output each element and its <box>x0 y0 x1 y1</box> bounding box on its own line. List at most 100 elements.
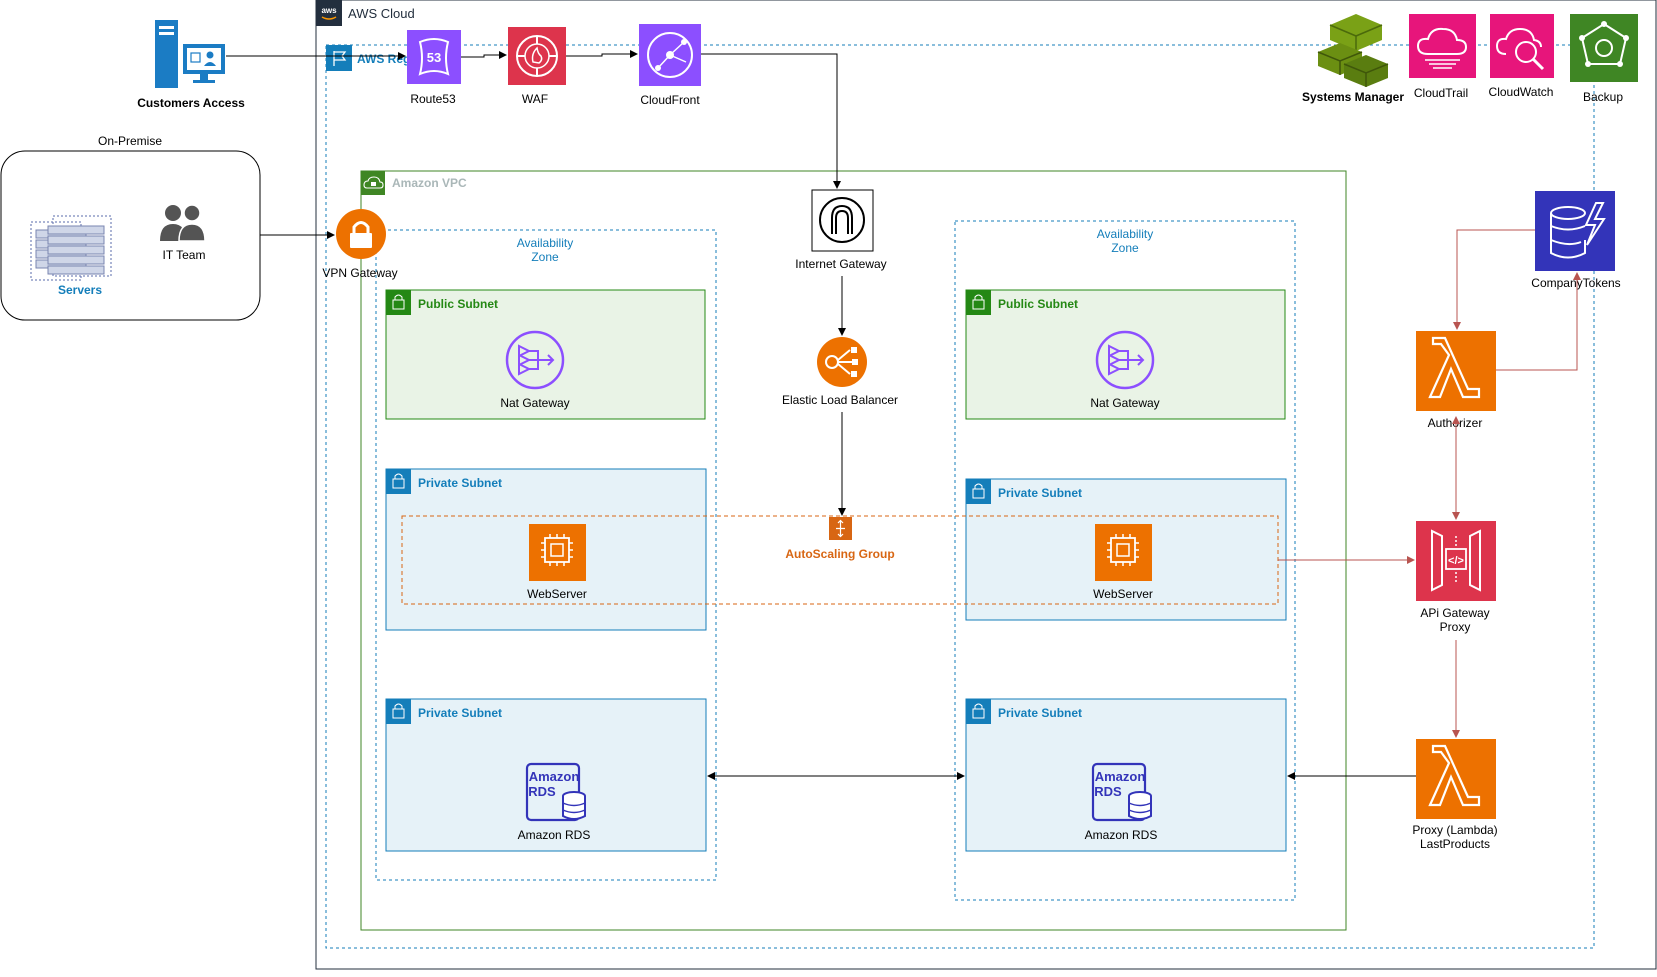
internet-gateway-node[interactable]: Internet Gateway <box>795 189 887 271</box>
api-gateway-icon: </> <box>1431 529 1481 592</box>
nat-gateway-icon <box>505 330 565 390</box>
client-workstation-icon <box>155 20 225 88</box>
rds-right-label: Amazon RDS <box>1085 828 1158 842</box>
ec2-chip-icon <box>1107 534 1139 566</box>
private-subnet-db-left: Private Subnet Amazon RDS Amazon RDS <box>385 698 707 852</box>
ec2-chip-icon <box>541 534 573 566</box>
on-premise-label: On-Premise <box>98 134 162 148</box>
private-subnet-web-right-label: Private Subnet <box>998 486 1082 500</box>
users-icon <box>160 204 206 242</box>
vpc-cloud-lock-icon <box>361 171 385 195</box>
api-gateway-label-1: APi Gateway <box>1420 606 1489 620</box>
public-subnet-left-label: Public Subnet <box>418 297 498 311</box>
rds-icon-text-1: Amazon <box>529 769 580 784</box>
lambda-icon <box>1428 336 1481 399</box>
edge-waf-cloudfront <box>566 50 638 58</box>
rds-icon: Amazon RDS <box>1091 762 1152 822</box>
cloudwatch-icon <box>1495 27 1545 71</box>
subnet-lock-icon <box>386 469 411 494</box>
cloudtrail-label: CloudTrail <box>1414 86 1468 100</box>
private-subnet-web-left-label: Private Subnet <box>418 476 502 490</box>
nat-gateway-left-label: Nat Gateway <box>500 396 569 410</box>
public-subnet-left: Public Subnet Nat Gateway <box>385 289 706 420</box>
autoscaling-group: AutoScaling Group <box>401 515 1279 605</box>
backup-icon <box>1579 21 1629 67</box>
rds-icon-text-2: RDS <box>528 784 556 799</box>
internet-gateway-icon <box>819 197 865 243</box>
cloudtrail-icon <box>1416 27 1468 69</box>
systems-manager-icon <box>1317 14 1389 87</box>
load-balancer-icon <box>825 347 858 377</box>
subnet-lock-icon <box>966 290 991 315</box>
webserver-right-label: WebServer <box>1093 587 1153 601</box>
cloudfront-node[interactable]: CloudFront <box>639 24 701 107</box>
dynamodb-label: CompanyTokens <box>1531 276 1620 290</box>
aws-cloud-label: AWS Cloud <box>348 6 415 21</box>
customers-access[interactable]: Customers Access <box>137 20 245 110</box>
servers-label: Servers <box>58 283 102 297</box>
az-right-label-1: Availability <box>1097 227 1153 241</box>
rds-left-label: Amazon RDS <box>518 828 591 842</box>
az-left-label-2: Zone <box>531 250 559 264</box>
aws-cloud-group: aws AWS Cloud <box>315 0 1657 970</box>
subnet-lock-icon <box>386 699 411 724</box>
subnet-lock-icon <box>966 699 991 724</box>
public-subnet-right: Public Subnet Nat Gateway <box>965 289 1286 420</box>
waf-icon <box>516 35 558 77</box>
private-subnet-db-left-label: Private Subnet <box>418 706 502 720</box>
cloudtrail-node[interactable]: CloudTrail <box>1409 14 1476 100</box>
autoscaling-icon <box>829 517 852 540</box>
proxy-lambda-node[interactable]: Proxy (Lambda) LastProducts <box>1412 739 1498 851</box>
api-gateway-node[interactable]: </> APi Gateway Proxy <box>1416 521 1496 634</box>
vpc-group: Amazon VPC <box>360 170 1347 931</box>
private-subnet-web-left: Private Subnet <box>385 468 707 631</box>
on-premise-group: On-Premise Servers IT Team <box>0 134 261 321</box>
proxy-lambda-label-1: Proxy (Lambda) <box>1412 823 1497 837</box>
az-right-label-2: Zone <box>1111 241 1139 255</box>
api-gateway-label-2: Proxy <box>1440 620 1471 634</box>
vpn-gateway-node[interactable]: VPN Gateway <box>322 209 398 280</box>
webserver-left-label: WebServer <box>527 587 587 601</box>
authorizer-lambda-node[interactable]: Authorizer <box>1416 331 1496 430</box>
rds-icon-text-1: Amazon <box>1095 769 1146 784</box>
aws-logo-icon: aws <box>316 0 342 26</box>
svg-text:aws: aws <box>321 6 337 15</box>
lock-icon <box>350 221 372 248</box>
route53-node[interactable]: 53 Route53 <box>407 30 461 106</box>
region-flag-icon <box>326 45 352 71</box>
internet-gateway-label: Internet Gateway <box>795 257 886 271</box>
svg-text:53: 53 <box>427 50 441 65</box>
systems-manager-node[interactable]: Systems Manager <box>1302 14 1404 104</box>
subnet-lock-icon <box>966 479 991 504</box>
az-left-label-1: Availability <box>517 236 573 250</box>
waf-node[interactable]: WAF <box>508 27 566 106</box>
subnet-lock-icon <box>386 290 411 315</box>
systems-manager-label: Systems Manager <box>1302 90 1404 104</box>
vpn-gateway-label: VPN Gateway <box>322 266 397 280</box>
private-subnet-db-right: Private Subnet Amazon RDS Amazon RDS <box>965 698 1287 852</box>
proxy-lambda-label-2: LastProducts <box>1420 837 1490 851</box>
dynamodb-icon <box>1550 202 1606 259</box>
lambda-icon <box>1428 744 1481 807</box>
cloudfront-label: CloudFront <box>640 93 700 107</box>
edge-route53-waf <box>461 51 507 59</box>
backup-label: Backup <box>1583 90 1623 104</box>
elb-node[interactable]: Elastic Load Balancer <box>782 337 898 407</box>
ec2-webserver-left[interactable]: WebServer <box>527 524 587 601</box>
dynamodb-node[interactable]: CompanyTokens <box>1531 191 1621 290</box>
cloudwatch-label: CloudWatch <box>1489 85 1554 99</box>
asg-label: AutoScaling Group <box>785 547 894 561</box>
cloudwatch-node[interactable]: CloudWatch <box>1489 14 1554 99</box>
backup-node[interactable]: Backup <box>1570 14 1638 104</box>
public-subnet-right-label: Public Subnet <box>998 297 1078 311</box>
rds-icon-text-2: RDS <box>1094 784 1122 799</box>
ec2-webserver-right[interactable]: WebServer <box>1093 524 1153 601</box>
route53-icon: 53 <box>418 38 450 76</box>
servers-icon <box>30 215 112 281</box>
route53-label: Route53 <box>410 92 456 106</box>
authorizer-label: Authorizer <box>1428 416 1483 430</box>
cloudfront-icon <box>647 32 693 78</box>
elb-label: Elastic Load Balancer <box>782 393 898 407</box>
edge-cloudfront-igw <box>701 53 841 189</box>
